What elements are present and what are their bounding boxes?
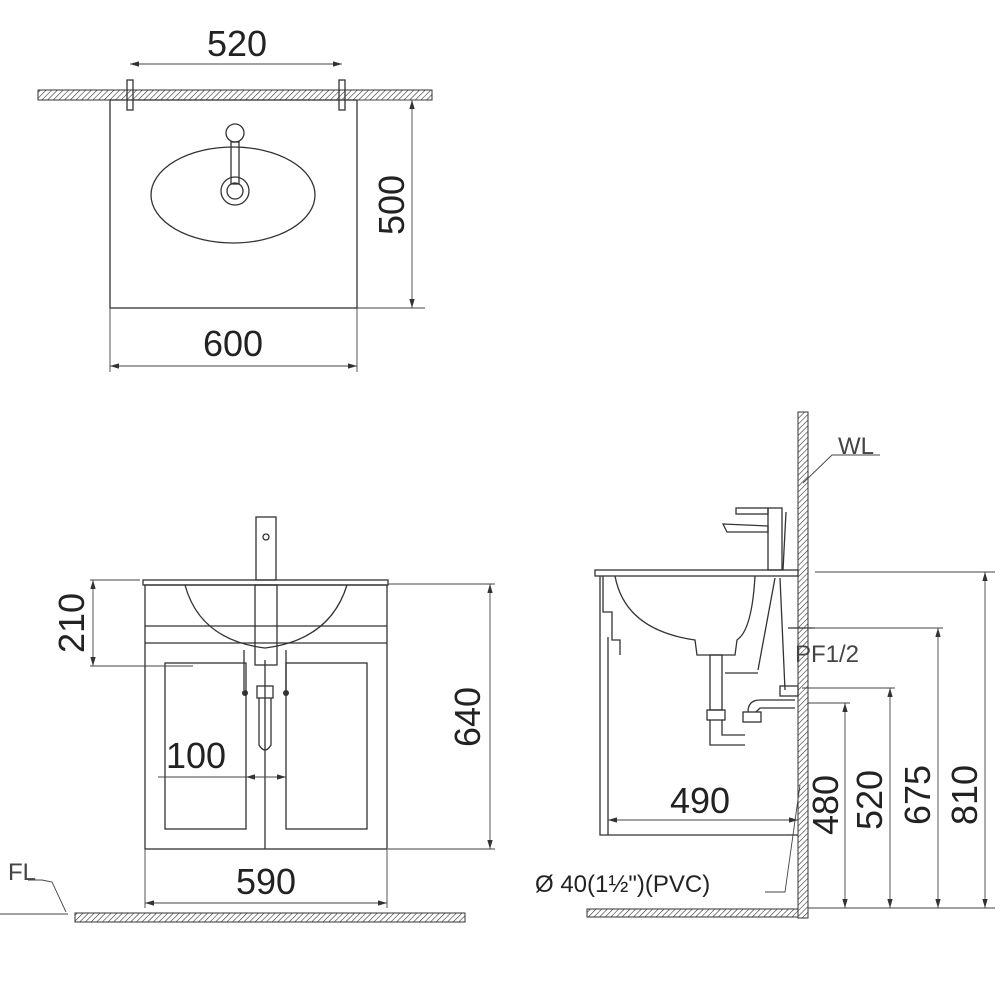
top-wall — [37, 89, 433, 101]
front-countertop — [142, 579, 389, 586]
front-faucet-icon — [254, 516, 278, 666]
front-basin — [184, 584, 348, 649]
dim-bracket-spacing: 520 — [207, 23, 267, 64]
top-view: 520 500 600 — [37, 23, 433, 372]
dim-drain-offset: 100 — [166, 735, 226, 776]
drain-label: Ø 40(1½")(PVC) — [535, 871, 710, 898]
top-basin-oval — [150, 146, 316, 244]
dim-side-depth: 490 — [670, 780, 730, 821]
top-countertop — [109, 99, 358, 309]
side-wall — [797, 411, 809, 919]
wall-label: WL — [838, 433, 874, 460]
dim-basin-depth: 210 — [51, 593, 92, 653]
dim-width: 600 — [203, 323, 263, 364]
door-panel-left — [164, 662, 247, 830]
front-floor — [74, 912, 466, 923]
side-cabinet — [599, 576, 798, 836]
floor-label: FL — [8, 859, 36, 886]
supply-label: PF1/2 — [795, 641, 859, 668]
side-floor — [586, 908, 799, 918]
dim-height: 640 — [447, 687, 488, 747]
side-basin — [614, 575, 756, 656]
dim-height-675: 675 — [897, 765, 938, 825]
wall-brackets — [126, 79, 346, 111]
dim-cabinet-width: 590 — [236, 861, 296, 902]
side-faucet-icon — [721, 507, 787, 571]
side-countertop — [594, 569, 799, 577]
dim-depth: 500 — [371, 175, 412, 235]
door-panel-right — [285, 662, 368, 830]
dim-height-520: 520 — [849, 770, 890, 830]
side-trap-icon — [706, 577, 815, 746]
side-view: WL PF1/2 490 Ø 40(1½")(PVC) — [535, 411, 995, 919]
front-cabinet — [144, 584, 388, 850]
dim-height-810: 810 — [944, 765, 985, 825]
front-trap-icon — [242, 650, 289, 751]
dim-height-480: 480 — [805, 775, 846, 835]
top-faucet-icon — [220, 123, 250, 206]
front-view: FL 210 640 — [0, 516, 495, 923]
